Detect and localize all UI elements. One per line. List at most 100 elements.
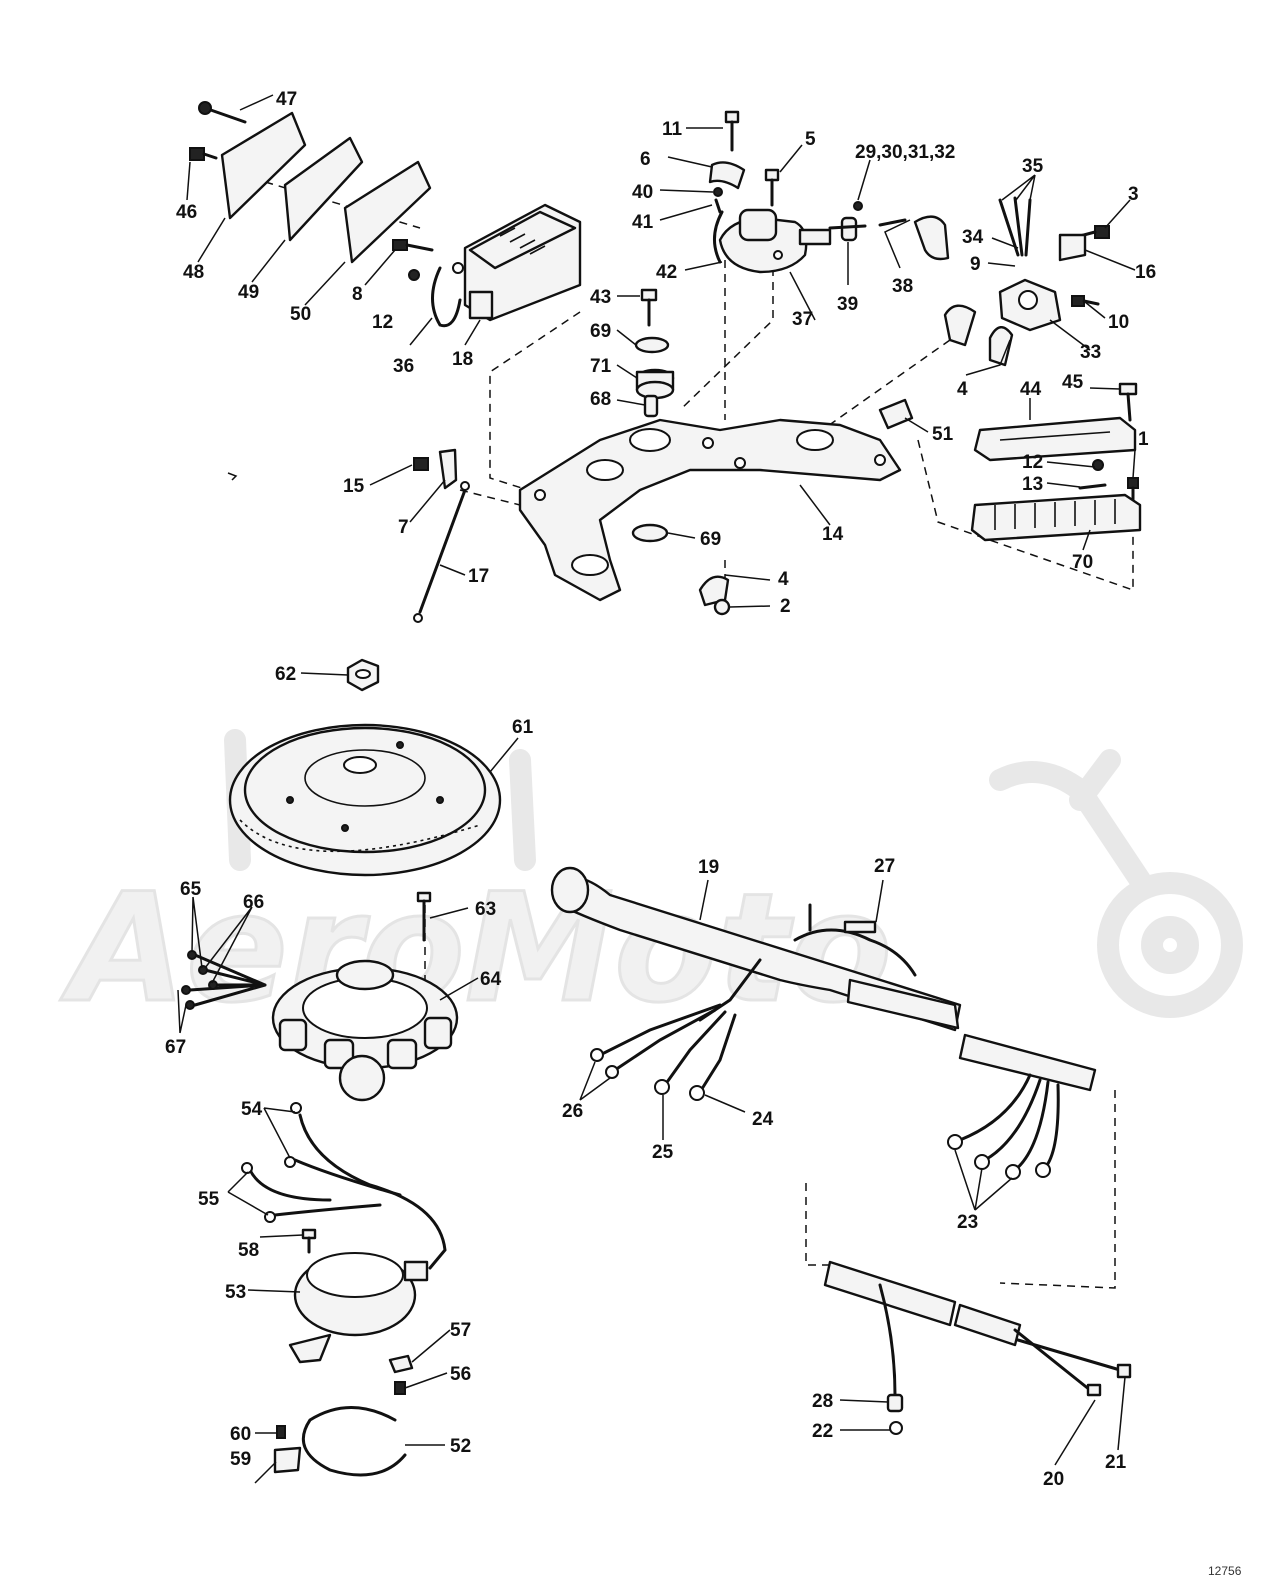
clamp-4-upper bbox=[943, 304, 1014, 367]
wiring-harness-19 bbox=[550, 866, 1097, 1092]
callout-47: 47 bbox=[276, 89, 297, 110]
callout-33: 33 bbox=[1080, 342, 1101, 363]
callout-70: 70 bbox=[1072, 552, 1093, 573]
callout-4-upper: 4 bbox=[957, 379, 968, 400]
screw-11 bbox=[724, 110, 740, 152]
nut-2 bbox=[713, 598, 731, 616]
callout-7: 7 bbox=[398, 517, 409, 538]
harness-leads-24-25-26 bbox=[590, 1003, 737, 1101]
washer-69-upper bbox=[634, 336, 670, 354]
callout-5: 5 bbox=[805, 129, 816, 150]
callout-14: 14 bbox=[822, 524, 844, 545]
screw-46 bbox=[189, 147, 218, 161]
callout-13: 13 bbox=[1022, 474, 1043, 495]
callout-4-lower: 4 bbox=[778, 569, 789, 590]
callout-23: 23 bbox=[957, 1212, 978, 1233]
terminal-board-70 bbox=[970, 493, 1142, 542]
callout-12-left: 12 bbox=[372, 312, 393, 333]
callout-22: 22 bbox=[812, 1421, 833, 1442]
callout-61: 61 bbox=[512, 717, 534, 738]
callout-55: 55 bbox=[198, 1189, 220, 1210]
callout-9: 9 bbox=[970, 254, 981, 275]
callout-25: 25 bbox=[652, 1142, 674, 1163]
callout-56: 56 bbox=[450, 1364, 471, 1385]
callout-12-right: 12 bbox=[1022, 452, 1043, 473]
callout-2: 2 bbox=[780, 596, 791, 617]
armature-plate-14 bbox=[518, 418, 902, 602]
callout-65: 65 bbox=[180, 879, 202, 900]
screw-47 bbox=[198, 101, 247, 124]
callout-19: 19 bbox=[698, 857, 719, 878]
callout-labels: 1 2 3 4 4 5 6 7 8 9 10 11 12 12 13 14 15… bbox=[165, 89, 1156, 1490]
screw-15 bbox=[413, 457, 429, 471]
clamp-16 bbox=[1058, 233, 1087, 262]
callout-8: 8 bbox=[352, 284, 363, 305]
callout-10: 10 bbox=[1108, 312, 1129, 333]
callout-64: 64 bbox=[480, 969, 502, 990]
callout-50: 50 bbox=[290, 304, 311, 325]
ground-strap-17 bbox=[413, 481, 470, 623]
callout-28: 28 bbox=[812, 1391, 833, 1412]
bracket-7 bbox=[438, 448, 458, 490]
callout-63: 63 bbox=[475, 899, 496, 920]
callout-48: 48 bbox=[183, 262, 204, 283]
screw-12-right bbox=[1092, 459, 1104, 471]
callout-69-upper: 69 bbox=[590, 321, 611, 342]
screw-10 bbox=[1071, 295, 1100, 307]
callout-11: 11 bbox=[662, 119, 683, 140]
timer-leads-54-55 bbox=[241, 1102, 447, 1270]
callout-39: 39 bbox=[837, 294, 858, 315]
clip-51 bbox=[878, 398, 914, 430]
power-pack-18 bbox=[463, 203, 582, 322]
stator-64 bbox=[271, 959, 459, 1102]
callout-43: 43 bbox=[590, 287, 611, 308]
coil-lead-42 bbox=[713, 210, 724, 264]
callout-15: 15 bbox=[343, 476, 365, 497]
callout-66: 66 bbox=[243, 892, 264, 913]
screw-63 bbox=[416, 891, 432, 942]
screw-8 bbox=[392, 239, 434, 252]
clamp-4-lower bbox=[698, 575, 730, 607]
cover-plate-48 bbox=[220, 111, 307, 220]
terminal-38 bbox=[878, 218, 907, 227]
callout-38: 38 bbox=[892, 276, 913, 297]
stator-leads-65-66-67 bbox=[181, 950, 267, 1010]
cover-44 bbox=[973, 416, 1137, 462]
screw-41 bbox=[714, 198, 722, 214]
callout-52: 52 bbox=[450, 1436, 471, 1457]
callout-26: 26 bbox=[562, 1101, 583, 1122]
clip-6 bbox=[708, 161, 746, 190]
terminal-block-33 bbox=[998, 278, 1062, 332]
nut-62 bbox=[346, 658, 380, 692]
drawing-number: 12756 bbox=[1208, 1564, 1242, 1578]
callout-54: 54 bbox=[241, 1099, 263, 1120]
ground-wire-36 bbox=[431, 262, 464, 328]
callout-49: 49 bbox=[238, 282, 259, 303]
callout-3: 3 bbox=[1128, 184, 1139, 205]
gasket-49 bbox=[283, 136, 364, 242]
callout-40: 40 bbox=[632, 182, 653, 203]
callout-71: 71 bbox=[590, 356, 612, 377]
watermark-motorcycle-icon bbox=[989, 749, 1243, 1018]
callout-34: 34 bbox=[962, 227, 984, 248]
spark-plug-boot bbox=[913, 215, 950, 261]
callout-41: 41 bbox=[632, 212, 654, 233]
screw-58 bbox=[301, 1228, 317, 1254]
grommet-71 bbox=[635, 368, 675, 400]
stray-mark bbox=[227, 472, 238, 481]
callout-46: 46 bbox=[176, 202, 197, 223]
callout-69-lower: 69 bbox=[700, 529, 721, 550]
flywheel-61 bbox=[228, 723, 502, 877]
callout-6: 6 bbox=[640, 149, 651, 170]
callout-59: 59 bbox=[230, 1449, 251, 1470]
screw-60 bbox=[276, 1425, 286, 1439]
screw-56 bbox=[394, 1381, 406, 1395]
gasket-50 bbox=[343, 160, 432, 264]
callout-37: 37 bbox=[792, 309, 813, 330]
callout-67: 67 bbox=[165, 1037, 186, 1058]
callout-35: 35 bbox=[1022, 156, 1044, 177]
callout-68: 68 bbox=[590, 389, 611, 410]
jumper-13 bbox=[1078, 483, 1107, 490]
screw-12-upper bbox=[408, 269, 420, 281]
callout-18: 18 bbox=[452, 349, 473, 370]
